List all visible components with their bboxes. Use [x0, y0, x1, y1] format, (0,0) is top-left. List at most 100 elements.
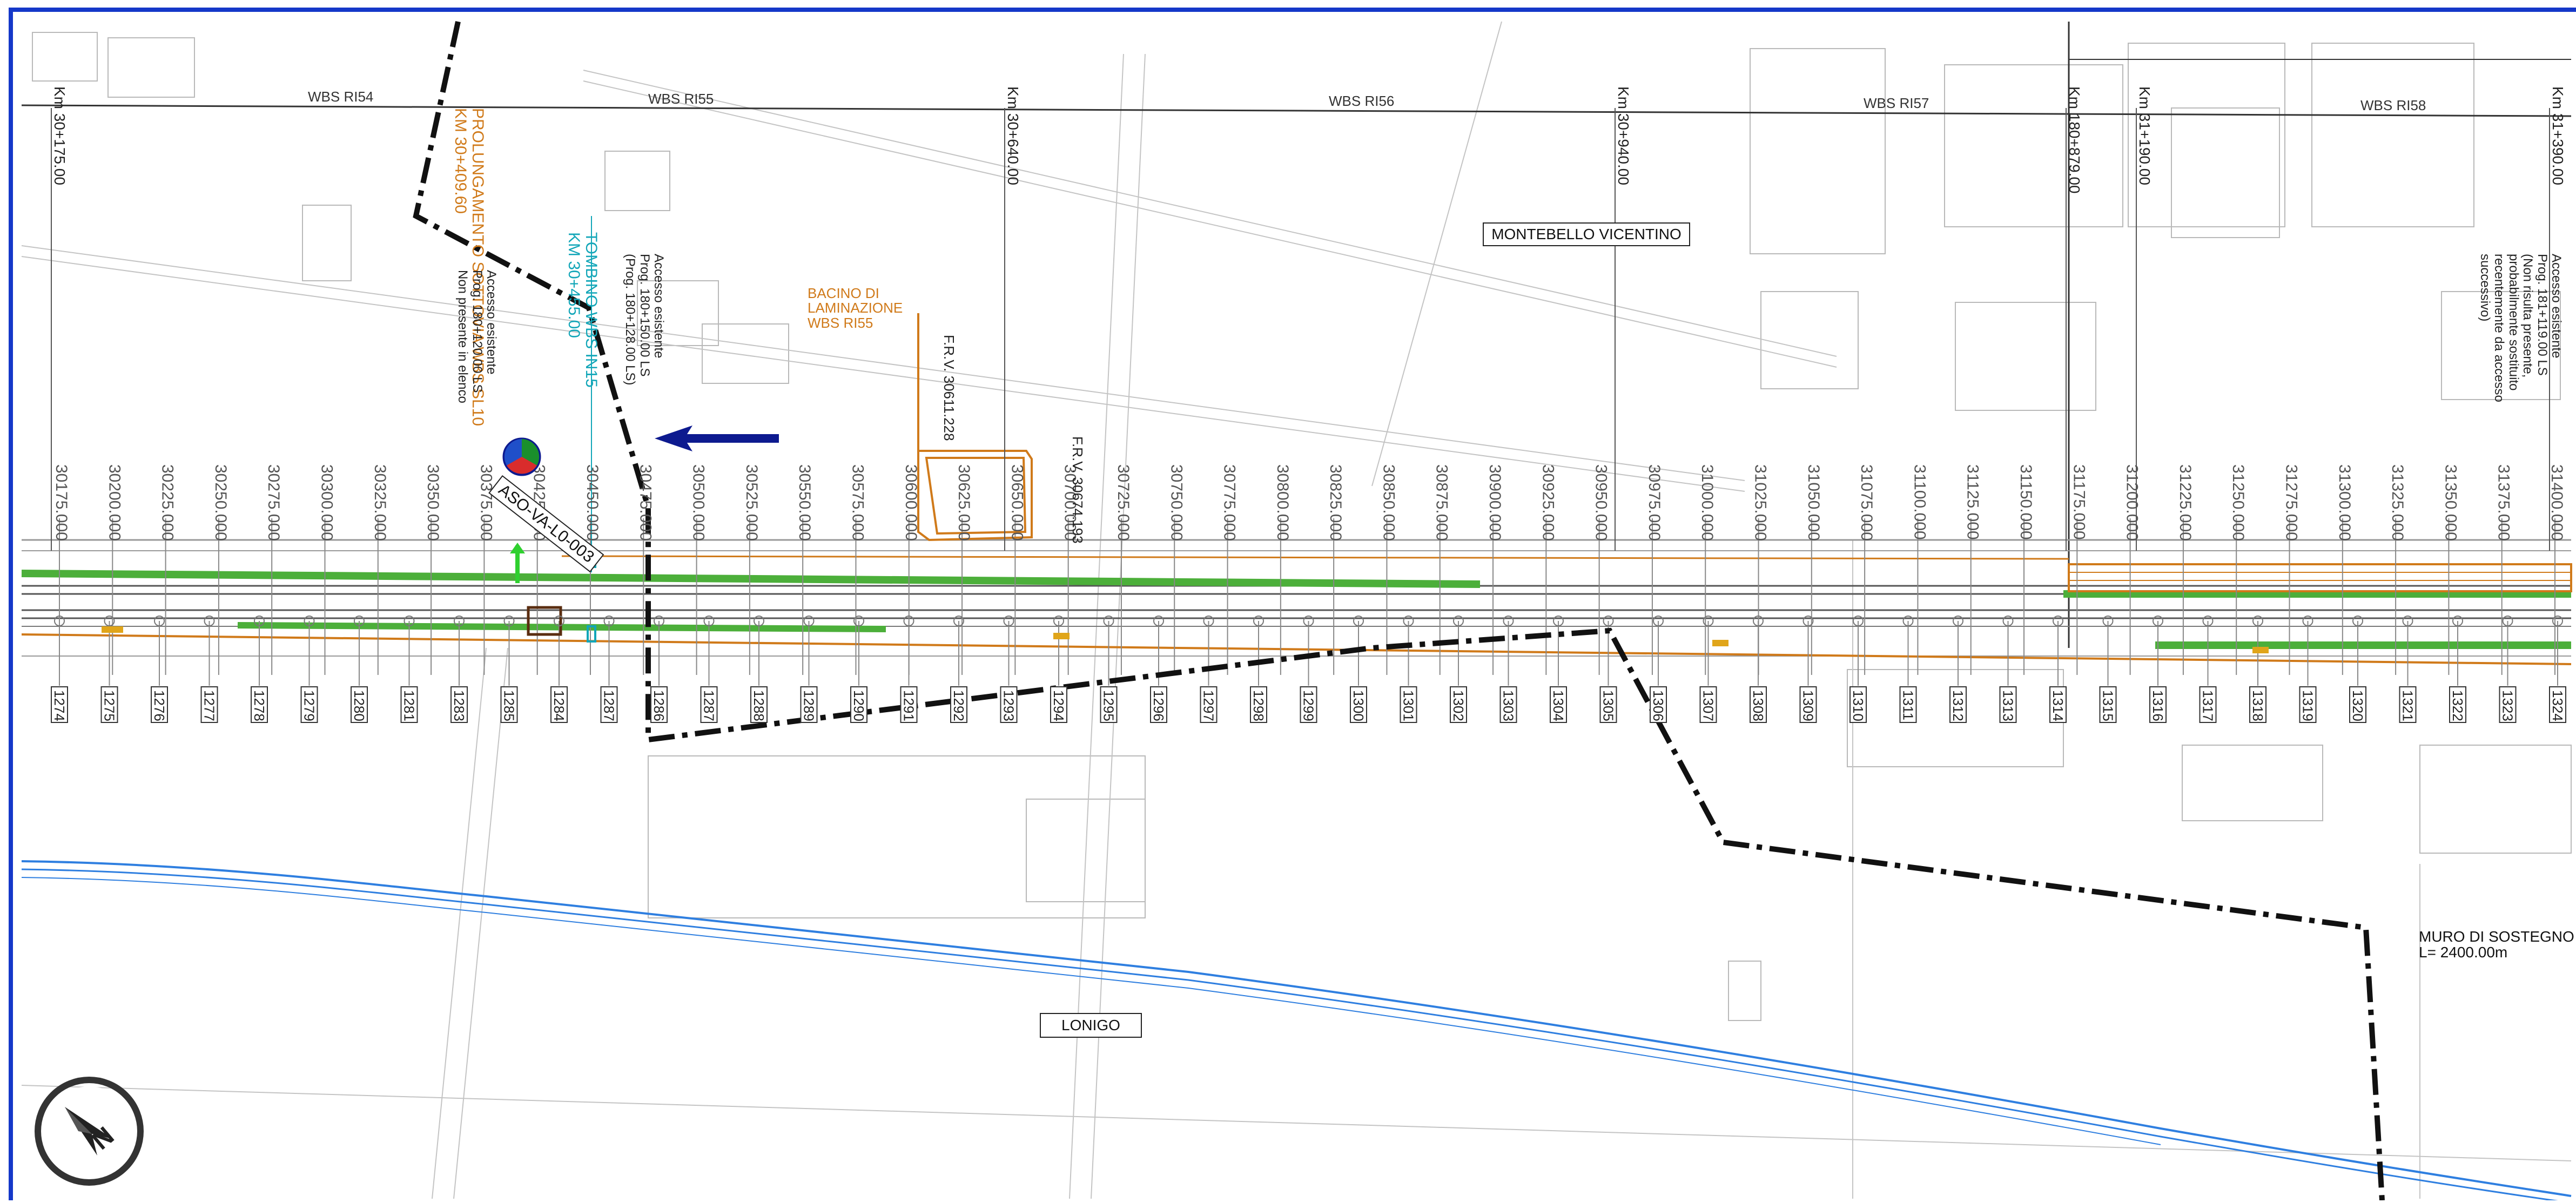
pole-label: 1297	[1201, 690, 1217, 721]
progressive-label: 30350.000	[424, 464, 442, 541]
accesso-right-annotation: Accesso esistente Prog. 181+119.00 LS (N…	[2478, 254, 2564, 402]
km-label: Km 30+640.00	[1005, 86, 1021, 185]
progressive-label: 30925.000	[1539, 464, 1557, 541]
pole-box	[950, 686, 967, 723]
pole-label: 1288	[751, 690, 767, 721]
progressive-label: 30450.000	[583, 464, 601, 541]
pole-label: 1301	[1401, 690, 1417, 721]
station-marker-icon[interactable]	[502, 437, 541, 476]
pole-label: 1298	[1250, 690, 1267, 721]
pole-box	[1949, 686, 1967, 723]
progressive-label: 31175.000	[2070, 464, 2088, 540]
pole-box	[750, 686, 768, 723]
pole-box	[850, 686, 867, 723]
pole-box	[2399, 686, 2417, 723]
progressive-label: 30850.000	[1380, 464, 1397, 541]
pole-box	[650, 686, 668, 723]
pole-box	[900, 686, 918, 723]
pole-symbol	[1953, 616, 1963, 626]
frv1-annotation: F.R.V. 30611.228	[940, 335, 957, 441]
pole-box	[151, 686, 168, 723]
accesso-left-annotation: Accesso esistente Prog. 180+120.00 LS No…	[455, 270, 499, 403]
pole-label: 1311	[1900, 690, 1916, 720]
pole-symbol	[1753, 616, 1764, 626]
pole-box	[550, 686, 568, 723]
progressive-label: 30375.000	[477, 464, 495, 541]
pole-label: 1322	[2450, 690, 2466, 721]
progressive-label: 31150.000	[2017, 464, 2035, 540]
progressive-label: 30650.000	[1008, 464, 1026, 541]
pole-symbol	[403, 616, 415, 626]
progressive-label: 30875.000	[1433, 464, 1451, 541]
pole-symbol	[2452, 616, 2463, 626]
pole-symbol	[803, 616, 815, 626]
pole-symbol	[2102, 616, 2114, 626]
km-label: Km 31+390.00	[2550, 86, 2566, 185]
pole-label: 1313	[2000, 690, 2016, 721]
pole-label: 1319	[2300, 690, 2316, 721]
pole-box	[2049, 686, 2067, 723]
accesso-mid-line-1: Accesso esistente	[651, 254, 666, 359]
pole-symbol	[1603, 616, 1614, 626]
pole-symbol	[354, 616, 365, 626]
km-label: Km 30+940.00	[1615, 86, 1632, 185]
pole-box	[700, 686, 718, 723]
bacino-line-3: WBS RI55	[808, 314, 873, 331]
pole-label: 1299	[1301, 690, 1317, 721]
pole-label: 1306	[1650, 690, 1666, 721]
progressive-label: 31200.000	[2123, 464, 2141, 541]
pole-symbol	[1303, 616, 1314, 626]
pole-label: 1285	[501, 690, 517, 721]
pole-symbol	[454, 616, 465, 626]
pole-box	[600, 686, 618, 723]
pole-box	[51, 686, 68, 723]
pole-symbol	[903, 616, 914, 626]
pole-label: 1276	[151, 690, 167, 721]
frv2-annotation: F.R.V. 30674.193	[1069, 436, 1086, 544]
pole-label: 1310	[1850, 690, 1866, 721]
pole-label: 1289	[801, 690, 817, 721]
pole-box	[2149, 686, 2167, 723]
progressive-label: 30475.000	[636, 464, 654, 541]
pole-label: 1281	[401, 690, 418, 721]
progressive-label: 31025.000	[1752, 464, 1770, 541]
pole-label: 1291	[901, 690, 917, 721]
parcel-outlines	[32, 32, 2572, 1021]
underpass-structure	[527, 606, 562, 636]
accesso-left-line-3: Non presente in elenco	[455, 270, 470, 403]
sheet-frame	[9, 8, 2576, 1203]
progressive-label: 31225.000	[2176, 464, 2194, 541]
progressive-label: 30325.000	[371, 464, 389, 541]
pole-label: 1300	[1350, 690, 1367, 721]
pole-label: 1312	[1950, 690, 1966, 721]
pole-label: 1278	[251, 690, 267, 721]
pole-symbol	[2352, 616, 2363, 626]
pole-label: 1295	[1101, 690, 1117, 721]
lonigo-text: LONIGO	[1061, 1017, 1120, 1033]
municipal-boundary	[413, 21, 2385, 1201]
progressive-label: 30525.000	[743, 464, 761, 541]
progressive-label: 30725.000	[1114, 464, 1132, 541]
progressive-label: 31300.000	[2336, 464, 2353, 541]
pole-box	[1100, 686, 1118, 723]
progressive-label: 30750.000	[1167, 464, 1185, 541]
pole-box	[400, 686, 418, 723]
pole-symbol	[2302, 616, 2313, 626]
pole-symbol	[1553, 616, 1564, 626]
pole-label: 1293	[1001, 690, 1017, 721]
pole-symbol	[1453, 616, 1464, 626]
progressive-label: 31275.000	[2283, 464, 2301, 541]
pole-symbol	[1503, 616, 1514, 626]
pole-box	[200, 686, 218, 723]
pole-box	[100, 686, 118, 723]
frv1-text: F.R.V. 30611.228	[941, 335, 957, 441]
pole-box	[1050, 686, 1067, 723]
pole-box	[1200, 686, 1218, 723]
pole-symbol	[953, 616, 964, 626]
progressive-label: 31075.000	[1858, 464, 1875, 541]
pole-box	[2249, 686, 2266, 723]
bacino-outline	[917, 313, 1033, 542]
muro-annotation: MURO DI SOSTEGNO L= 2400.00m	[2419, 929, 2574, 961]
tombino-line-1: TOMBINO WBS IN15	[582, 232, 600, 388]
pole-box	[300, 686, 318, 723]
